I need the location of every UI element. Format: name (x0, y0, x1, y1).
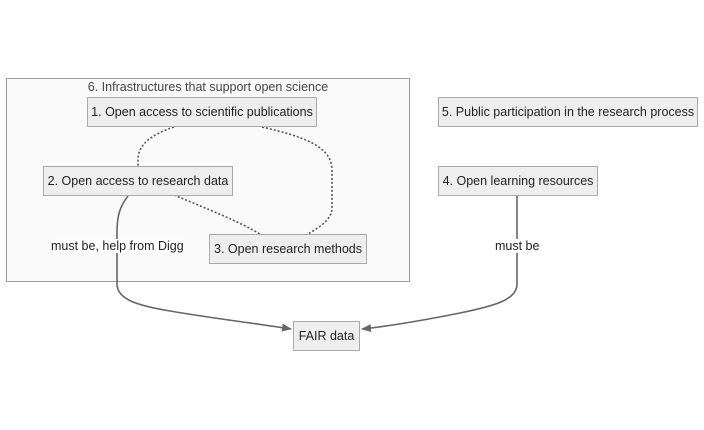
node-open-access-publications[interactable]: 1. Open access to scientific publication… (87, 97, 317, 127)
edge-n1-n3 (261, 126, 333, 235)
edge-label-learning-resources: must be (495, 239, 540, 253)
edge-n2-fair (116, 195, 292, 332)
edge-n2-n3 (173, 194, 261, 235)
node-open-research-methods[interactable]: 3. Open research methods (209, 234, 367, 264)
node-fair-data[interactable]: FAIR data (293, 321, 360, 351)
edge-n1-n2 (137, 126, 175, 166)
edge-label-research-data: must be, help from Digg (51, 239, 184, 253)
node-open-learning-resources[interactable]: 4. Open learning resources (438, 166, 598, 196)
edge-n4-fair (361, 196, 518, 333)
node-open-access-research-data[interactable]: 2. Open access to research data (43, 166, 233, 196)
node-public-participation[interactable]: 5. Public participation in the research … (438, 97, 698, 127)
cluster-title: 6. Infrastructures that support open sci… (87, 80, 329, 94)
